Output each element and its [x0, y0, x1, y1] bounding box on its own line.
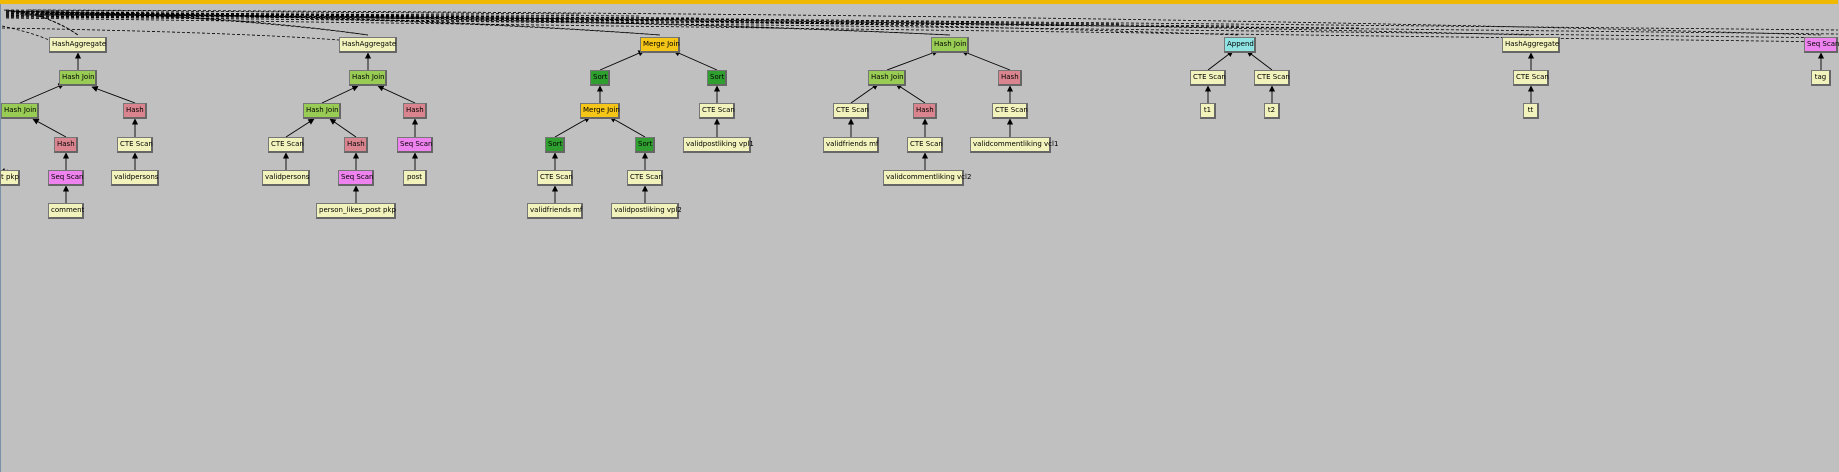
node-seq-scan[interactable]: Seq Scan — [397, 137, 433, 153]
plan-edge-arrow — [1246, 50, 1273, 71]
plan-edge-arrow — [285, 118, 315, 138]
relation-label[interactable]: validpersons — [111, 170, 159, 186]
subplan-link — [5, 11, 641, 17]
subplan-dashed-links — [1, 9, 1839, 43]
node-cte-scan[interactable]: CTE Scan — [117, 137, 153, 153]
plan-edge-arrow — [850, 83, 879, 104]
relation-label[interactable]: validpostliking vpl2 — [611, 203, 682, 219]
relation-label[interactable]: validpersons — [262, 170, 310, 186]
node-hash[interactable]: Hash — [344, 137, 368, 153]
plan-edge-arrow — [91, 86, 136, 104]
node-hash[interactable]: Hash — [403, 103, 427, 119]
plan-edge-arrow — [673, 50, 718, 71]
subplan-link — [5, 13, 701, 19]
window-title-bar — [0, 0, 1838, 4]
relation-label[interactable]: t1 — [1200, 103, 1216, 119]
plan-edge-arrow — [599, 50, 645, 71]
node-hash-aggregate[interactable]: HashAggregate — [1502, 37, 1560, 53]
plan-edge-arrow — [609, 116, 646, 138]
relation-label[interactable]: tag — [1811, 70, 1831, 86]
node-hash[interactable]: Hash — [913, 103, 937, 119]
plan-edge-arrow — [32, 118, 67, 138]
relation-label[interactable]: validcommentliking vcl2 — [883, 170, 971, 186]
relation-label[interactable]: validfriends mf — [823, 137, 879, 153]
subplan-link — [5, 11, 1839, 31]
node-seq-scan[interactable]: Seq Scan — [1804, 37, 1839, 53]
subplan-link — [1, 25, 50, 41]
node-hash-join[interactable]: Hash Join — [868, 70, 906, 86]
node-cte-scan[interactable]: CTE Scan — [627, 170, 663, 186]
node-hash[interactable]: Hash — [54, 137, 78, 153]
plan-edge-arrow — [961, 50, 1011, 71]
node-cte-scan[interactable]: CTE Scan — [833, 103, 869, 119]
relation-label[interactable]: tt — [1523, 103, 1539, 119]
node-hash-aggregate[interactable]: HashAggregate — [339, 37, 397, 53]
subplan-link — [5, 16, 1361, 29]
node-sort[interactable]: Sort — [590, 70, 610, 86]
relation-label[interactable]: t pkp — [0, 170, 20, 186]
node-cte-scan[interactable]: CTE Scan — [537, 170, 573, 186]
relation-label[interactable]: post — [403, 170, 427, 186]
node-cte-scan[interactable]: CTE Scan — [699, 103, 735, 119]
relation-label[interactable]: validcommentliking vcl1 — [970, 137, 1058, 153]
plan-edge-arrow — [554, 116, 591, 138]
plan-edge-arrow — [321, 85, 359, 104]
relation-label[interactable]: validpostliking vpl1 — [683, 137, 754, 153]
subplan-link — [27, 9, 1822, 36]
node-sort[interactable]: Sort — [707, 70, 727, 86]
plan-edge-arrow — [377, 85, 416, 104]
subplan-link — [11, 11, 661, 36]
node-cte-scan[interactable]: CTE Scan — [1190, 70, 1226, 86]
node-append[interactable]: Append — [1224, 37, 1256, 53]
subplan-link — [5, 17, 1839, 43]
node-seq-scan[interactable]: Seq Scan — [48, 170, 84, 186]
canvas-left-border — [0, 4, 1, 472]
node-hash-join[interactable]: Hash Join — [303, 103, 341, 119]
node-hash-join[interactable]: Hash Join — [1, 103, 39, 119]
relation-label[interactable]: validfriends mf — [527, 203, 583, 219]
plan-edges — [0, 50, 1825, 203]
node-merge-join[interactable]: Merge Join — [640, 37, 680, 53]
node-hash-aggregate[interactable]: HashAggregate — [49, 37, 107, 53]
node-sort[interactable]: Sort — [635, 137, 655, 153]
relation-label[interactable]: person_likes_post pkp — [316, 203, 396, 219]
node-hash[interactable]: Hash — [123, 103, 147, 119]
node-hash-join[interactable]: Hash Join — [59, 70, 97, 86]
node-sort[interactable]: Sort — [545, 137, 565, 153]
subplan-link — [19, 13, 1241, 36]
node-cte-scan[interactable]: CTE Scan — [1254, 70, 1290, 86]
node-seq-scan[interactable]: Seq Scan — [338, 170, 374, 186]
node-cte-scan[interactable]: CTE Scan — [992, 103, 1028, 119]
node-cte-scan[interactable]: CTE Scan — [907, 137, 943, 153]
node-hash-join[interactable]: Hash Join — [931, 37, 969, 53]
plan-edge-arrow — [886, 50, 939, 71]
subplan-link — [1, 27, 340, 41]
subplan-link — [5, 9, 581, 15]
plan-edge-arrow — [1207, 50, 1234, 71]
node-hash[interactable]: Hash — [998, 70, 1022, 86]
node-cte-scan[interactable]: CTE Scan — [268, 137, 304, 153]
node-merge-join[interactable]: Merge Join — [580, 103, 620, 119]
plan-edge-arrow — [329, 118, 357, 138]
subplan-link — [5, 15, 761, 21]
subplan-link — [15, 12, 951, 36]
subplan-link — [5, 13, 1839, 35]
relation-label[interactable]: comment — [48, 203, 84, 219]
relation-label[interactable]: t2 — [1264, 103, 1280, 119]
plan-edge-arrow — [895, 83, 926, 104]
plan-edge-arrow — [19, 83, 65, 104]
node-hash-join[interactable]: Hash Join — [349, 70, 387, 86]
node-cte-scan[interactable]: CTE Scan — [1513, 70, 1549, 86]
